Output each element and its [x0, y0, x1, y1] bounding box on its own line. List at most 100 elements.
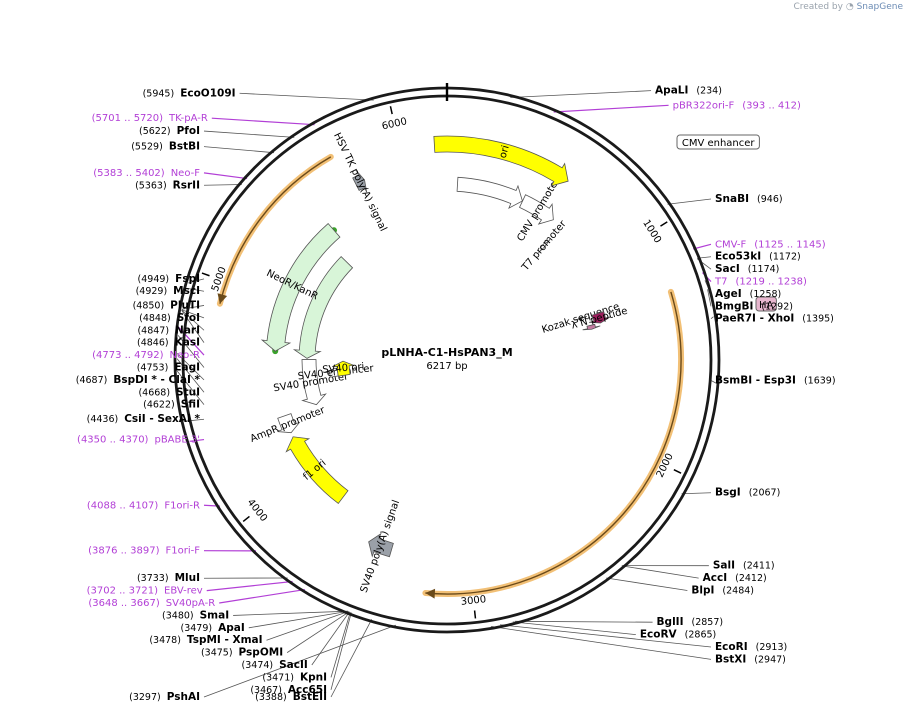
site-name: FspI	[175, 273, 200, 285]
restriction-site-label: SacI(1174)	[715, 263, 779, 275]
feature-label: ori	[498, 144, 512, 159]
ruler-tick	[389, 106, 393, 115]
site-name: CsiI - SexAI *	[124, 413, 200, 425]
restriction-site-label: (5945)EcoO109I	[143, 87, 236, 99]
feature-arrow	[433, 135, 569, 187]
ruler-label: 4000	[245, 497, 269, 524]
primer-range: (5701 .. 5720)	[92, 113, 164, 124]
site-position: (3471)	[262, 672, 294, 683]
primer-name: F1ori-R	[164, 500, 200, 511]
site-name: PaeR7I - XhoI	[715, 313, 794, 325]
primer-range: (1125 .. 1145)	[754, 239, 826, 250]
site-name: BstEII	[293, 691, 327, 703]
site-position: (3478)	[149, 635, 181, 646]
feature-arrow	[582, 323, 601, 331]
site-name: BsmBI - Esp3I	[715, 374, 796, 386]
primer-leader	[211, 117, 315, 126]
site-leader	[621, 565, 699, 579]
site-name: BmgBI	[715, 300, 753, 312]
orf-line	[219, 156, 332, 304]
site-leader	[667, 198, 712, 205]
restriction-site-label: (3479)ApaI	[181, 622, 245, 634]
site-name: BglII	[657, 616, 684, 628]
site-position: (1292)	[761, 301, 793, 312]
restriction-site-label: (4949)FspI	[138, 273, 200, 285]
primer-leader	[219, 588, 305, 604]
site-position: (5529)	[131, 142, 163, 153]
feature-arrow	[574, 315, 587, 321]
restriction-site-label: (5622)PfoI	[139, 125, 200, 137]
restriction-site-label: ApaLI (234)	[655, 85, 722, 97]
site-position: (2067)	[749, 488, 781, 499]
restriction-site-label: PaeR7I - XhoI(1395)	[715, 313, 834, 325]
plasmid-size: 6217 bp	[426, 361, 467, 372]
primer-label: (5383 .. 5402)Neo-F	[93, 168, 200, 179]
backbone-inner-strand	[181, 94, 713, 626]
primer-range: (4350 .. 4370)	[77, 435, 149, 446]
site-leader	[176, 353, 205, 381]
site-position: (4622)	[143, 400, 175, 411]
restriction-site-label: (5363)RsrII	[135, 179, 200, 191]
primer-name: T7	[714, 277, 727, 288]
primer-name: Neo-R	[170, 350, 201, 361]
site-position: (4753)	[137, 362, 169, 373]
restriction-site-label: (4436)CsiI - SexAI *	[87, 413, 201, 425]
site-name: ApaI	[218, 622, 245, 634]
site-leader	[710, 380, 717, 384]
restriction-site-label: (4687)BspDI * - ClaI *	[76, 374, 201, 386]
site-name: EcoRI	[715, 641, 748, 653]
restriction-site-label: (4846)KasI	[137, 337, 200, 349]
feature-box	[755, 296, 777, 312]
restriction-site-label: (3480)SmaI	[162, 609, 229, 621]
primer-leader	[203, 172, 248, 180]
feature-label: AmpR promoter	[249, 405, 328, 445]
site-name: KasI	[175, 337, 200, 349]
site-leader	[490, 626, 712, 660]
site-name: RsrII	[173, 179, 200, 191]
restriction-site-label: (4622)SfiI	[143, 399, 200, 411]
site-leader	[606, 577, 688, 591]
feature-arrow	[589, 311, 611, 324]
restriction-site-label: BsmBI - Esp3I(1639)	[715, 374, 836, 386]
leader-lines	[175, 90, 717, 698]
primer-label: (4350 .. 4370)pBABE 3'	[77, 435, 200, 446]
primer-label: CMV-F(1125 .. 1145)	[715, 239, 826, 250]
primer-range: (5383 .. 5402)	[93, 168, 165, 179]
site-name: BstXI	[715, 653, 746, 665]
site-position: (4848)	[139, 313, 171, 324]
restriction-site-label: (3733)MluI	[137, 572, 200, 584]
restriction-site-label: (4668)StuI	[138, 386, 200, 398]
backbone-ring	[173, 83, 721, 634]
primer-label: (4088 .. 4107) F1ori-R	[87, 500, 200, 511]
site-name: AccI	[703, 572, 727, 584]
site-name: PspOMI	[239, 647, 284, 659]
feature-arrow	[285, 436, 349, 505]
restriction-site-label: EcoRV(2865)	[640, 629, 716, 641]
site-leader	[499, 624, 712, 648]
site-leader	[239, 92, 374, 101]
primer-range: (4088 .. 4107)	[87, 500, 159, 511]
site-leader	[203, 130, 295, 138]
site-position: (2913)	[756, 642, 788, 653]
site-name: PluTI	[170, 299, 200, 311]
site-name: SacI	[715, 263, 740, 275]
site-name: PfoI	[177, 125, 200, 137]
primer-name: F1ori-F	[166, 546, 201, 557]
site-name: ApaLI	[655, 85, 688, 97]
site-name: BlpI	[691, 584, 714, 596]
primer-name: SV40pA-R	[166, 598, 215, 609]
feature-box	[676, 134, 760, 150]
primer-name: TK-pA-R	[168, 113, 208, 124]
restriction-site-label: (4753)EagI	[137, 361, 200, 373]
site-position: (234)	[696, 86, 722, 97]
site-position: (4847)	[137, 325, 169, 336]
site-position: (4668)	[138, 387, 170, 398]
site-position: (3297)	[129, 692, 161, 703]
site-leader	[176, 358, 205, 393]
site-position: (946)	[757, 194, 783, 205]
site-position: (3475)	[201, 648, 233, 659]
restriction-site-label: BlpI(2484)	[691, 584, 754, 596]
restriction-site-label: (3297)PshAI	[129, 691, 200, 703]
site-leader	[707, 289, 712, 307]
feature-label: SV40 ori	[322, 362, 365, 376]
